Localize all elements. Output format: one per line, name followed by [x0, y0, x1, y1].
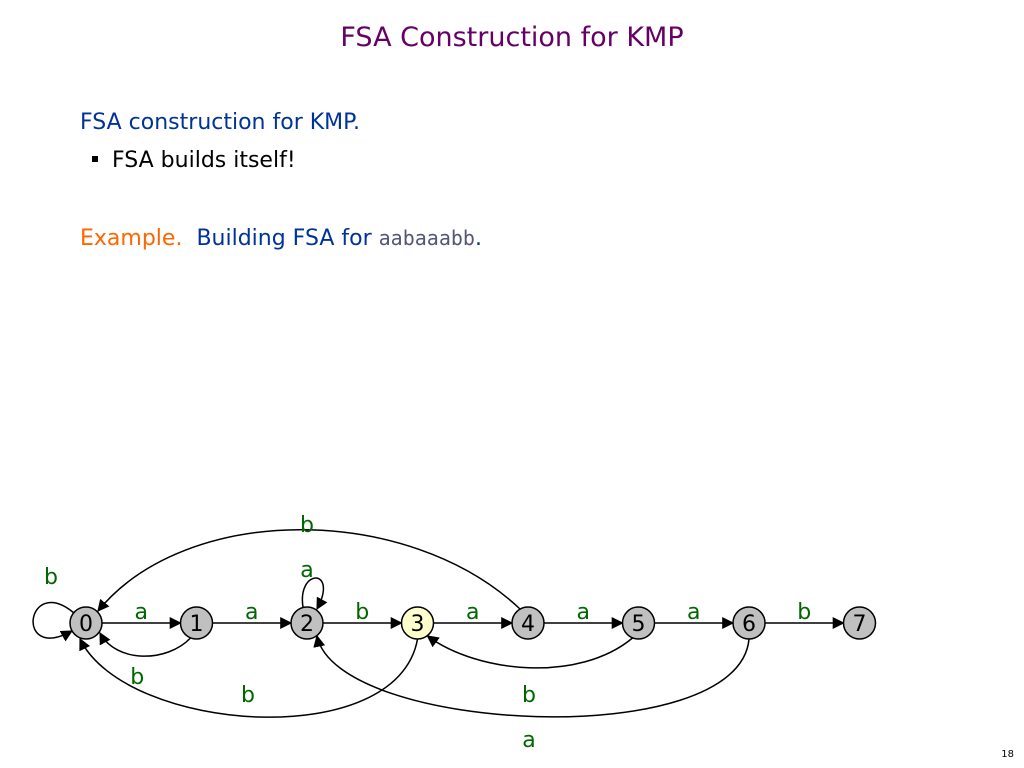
heading-text: FSA construction for KMP. [80, 110, 360, 135]
state-label-4: 4 [521, 612, 535, 637]
bullet-item: FSA builds itself! [92, 148, 296, 173]
state-label-1: 1 [190, 612, 204, 637]
slide-title: FSA Construction for KMP [340, 22, 684, 53]
edge-0-0 [32, 601, 75, 642]
state-0 [69, 606, 103, 640]
edge-label-0-0: b [44, 565, 58, 590]
bullet-icon [92, 156, 98, 162]
edge-label-6-2: a [522, 728, 535, 753]
state-label-5: 5 [632, 612, 646, 637]
edge-4-0 [97, 529, 521, 612]
state-label-7: 7 [853, 612, 867, 637]
state-7 [842, 606, 877, 640]
pattern-text: aabaaabb [378, 226, 475, 250]
edge-label-3-4: a [466, 600, 479, 625]
edge-label-4-5: a [577, 600, 590, 625]
state-4 [511, 606, 545, 640]
edge-label-6-7: b [797, 600, 811, 625]
state-2 [290, 606, 324, 640]
edge-label-2-3: b [355, 600, 369, 625]
edge-label-2-2: a [300, 558, 313, 583]
edge-label-0-1: a [135, 600, 148, 625]
edge-6-2 [313, 634, 750, 718]
state-label-0: 0 [79, 612, 93, 637]
state-label-6: 6 [742, 612, 756, 637]
edge-label-1-2: a [245, 600, 258, 625]
edge-label-1-0: b [130, 665, 144, 690]
example-text: Building FSA for [196, 226, 372, 251]
edge-label-4-0: b [300, 513, 314, 538]
edge-label-3-0: b [241, 683, 255, 708]
state-3 [400, 606, 435, 640]
example-line: Example. Building FSA for aabaaabb. [80, 226, 482, 251]
edge-5-3 [426, 635, 633, 669]
state-6 [732, 606, 766, 640]
page-number: 18 [1001, 749, 1014, 760]
edge-label-5-3: b [522, 683, 536, 708]
state-1 [179, 606, 214, 640]
example-label: Example. [80, 226, 183, 251]
edge-3-0 [79, 637, 419, 718]
state-5 [621, 606, 656, 640]
edge-2-2 [301, 577, 328, 611]
state-label-2: 2 [300, 612, 314, 637]
period-text: . [474, 226, 482, 251]
edge-label-5-6: a [687, 600, 700, 625]
bullet-text: FSA builds itself! [112, 148, 296, 173]
edge-1-0 [99, 631, 192, 657]
state-label-3: 3 [411, 612, 425, 637]
